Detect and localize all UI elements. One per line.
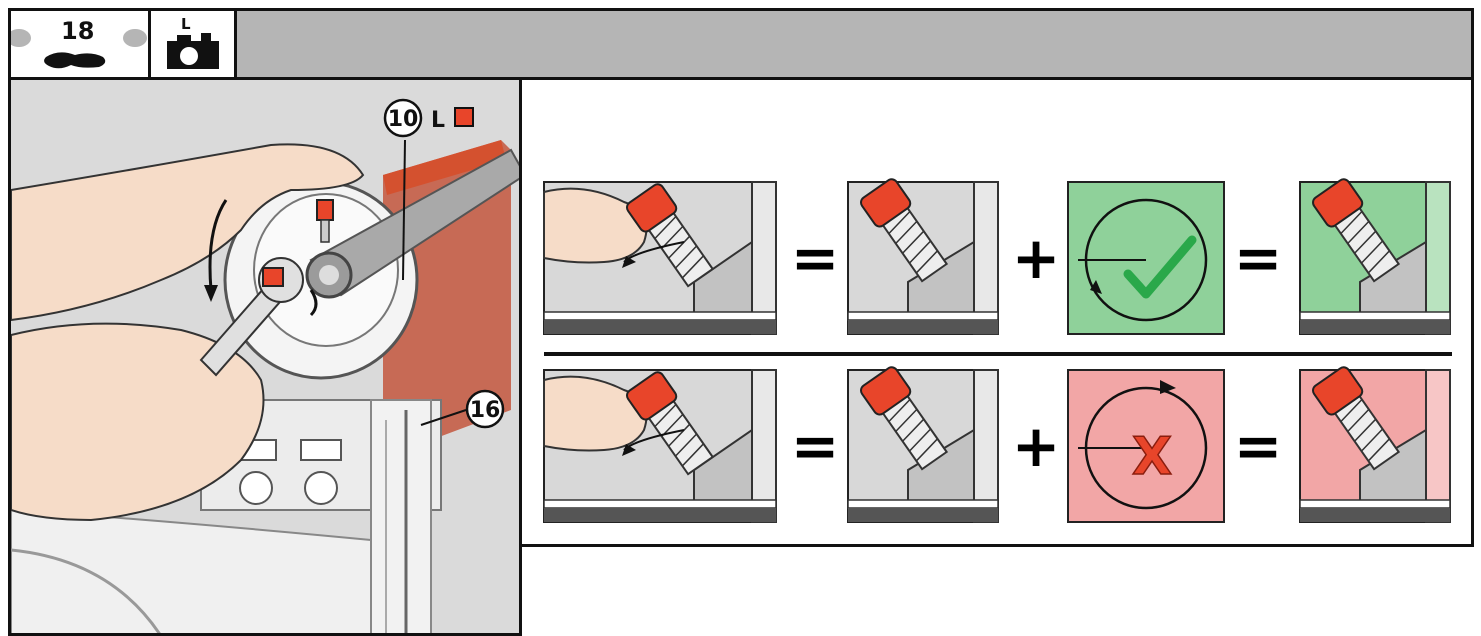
torque-instruction-panel: = + = [522, 80, 1474, 547]
step-seated-tile [848, 365, 998, 522]
assembly-illustration: 10 L 16 [11, 80, 522, 636]
red-square-marker [455, 108, 473, 126]
equals-sign: = [1234, 412, 1283, 480]
header-bar: 18 L [8, 8, 1474, 80]
main-illustration: 10 L 16 [8, 80, 522, 636]
callout-tool-letter: L [431, 108, 445, 133]
incorrect-sequence-row: = + X = [544, 365, 1450, 522]
step-tighten-tile [544, 182, 776, 334]
camera-icon [151, 11, 234, 77]
callout-part-number: 10 [388, 107, 419, 132]
plus-sign: + [1012, 224, 1061, 292]
equals-sign: = [791, 224, 840, 292]
incorrect-torque-tile: X [1068, 370, 1224, 522]
step-tighten-tile [544, 370, 776, 522]
step-indicator: 18 [11, 11, 151, 77]
correct-torque-tile [1068, 182, 1224, 334]
equals-sign: = [1234, 224, 1283, 292]
correct-sequence-row: = + = [544, 177, 1450, 334]
incorrect-result-tile [1300, 365, 1450, 522]
step-number: 18 [61, 17, 94, 45]
cross-icon: X [1132, 427, 1172, 487]
tool-letter: L [181, 15, 191, 33]
callout-component-number: 16 [470, 398, 501, 423]
correct-result-tile [1300, 177, 1450, 334]
plus-sign: + [1012, 412, 1061, 480]
equals-sign: = [791, 412, 840, 480]
tool-indicator: L [151, 11, 237, 77]
step-seated-tile [848, 177, 998, 334]
torque-instruction-diagram: = + = [522, 80, 1474, 547]
